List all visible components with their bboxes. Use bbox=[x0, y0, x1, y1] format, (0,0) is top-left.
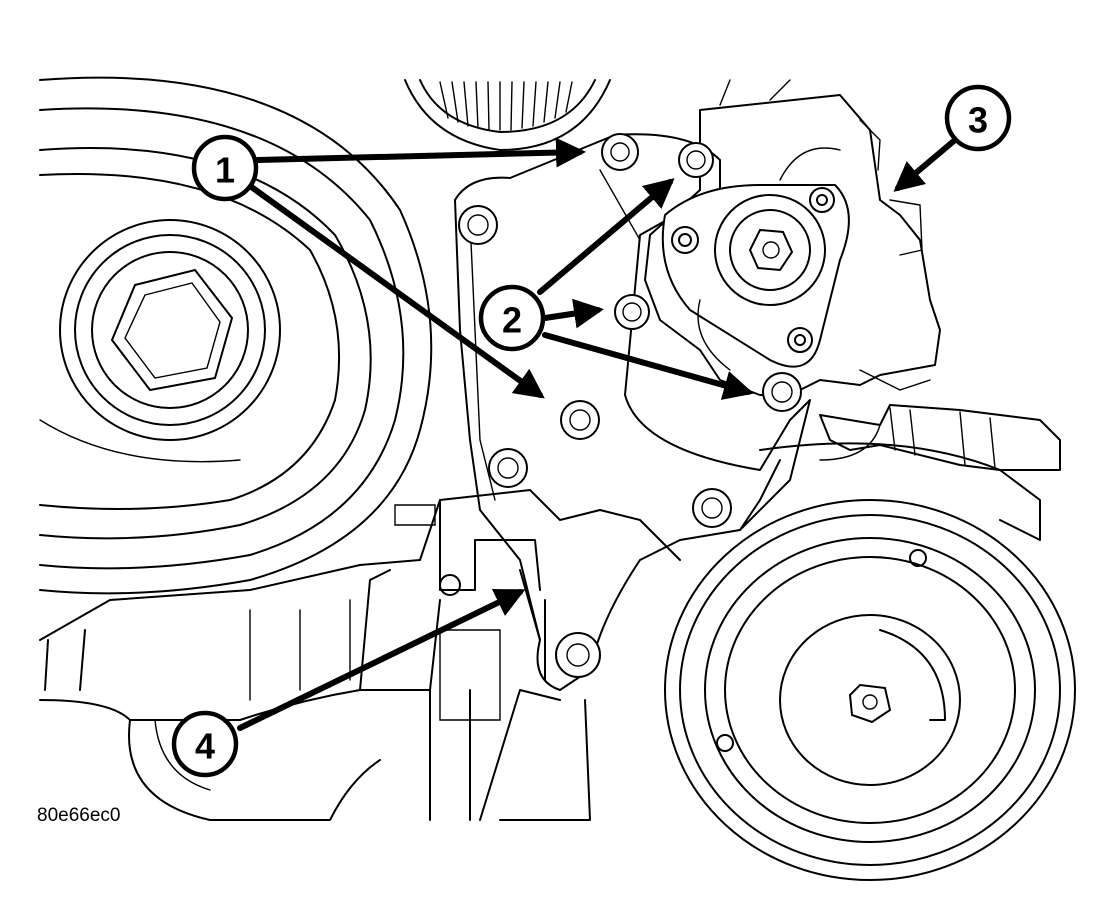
ac-compressor bbox=[664, 442, 1076, 881]
arrow-2-to-bolt-upper bbox=[537, 178, 675, 295]
callout-4: 4 bbox=[171, 710, 239, 778]
pump-shaft-nut bbox=[748, 228, 794, 272]
engine-block bbox=[39, 489, 681, 821]
callout-1: 1 bbox=[191, 134, 259, 202]
arrow-2-to-bolt-right bbox=[542, 332, 754, 400]
bolt-1b bbox=[560, 400, 600, 440]
callout-2-label: 2 bbox=[502, 300, 522, 341]
arrow-1-to-bolt-upper bbox=[255, 137, 586, 168]
callout-1-label: 1 bbox=[215, 150, 235, 191]
callout-3-label: 3 bbox=[968, 100, 988, 141]
bracket-bolt-lower bbox=[555, 632, 601, 678]
figure-code: 80e66ec0 bbox=[37, 805, 120, 826]
callout-3: 3 bbox=[944, 84, 1012, 152]
bolt-2c bbox=[762, 372, 802, 412]
bolt-1a bbox=[601, 133, 639, 171]
compressor-hub-nut bbox=[848, 683, 892, 724]
bracket-bolt-upper bbox=[458, 205, 498, 245]
callout-2: 2 bbox=[478, 284, 546, 352]
idler-pulley bbox=[404, 79, 611, 151]
bracket-bolt-middle bbox=[488, 448, 528, 488]
power-steering-pump bbox=[644, 79, 941, 396]
electrical-connector bbox=[819, 404, 1061, 471]
arrow-4-to-bracket bbox=[237, 588, 526, 731]
callout-4-label: 4 bbox=[195, 726, 215, 767]
leader-arrows bbox=[237, 137, 958, 731]
pump-flange bbox=[661, 184, 850, 368]
arrow-1-to-bolt-lower bbox=[247, 183, 545, 399]
bolt-2b bbox=[614, 294, 650, 330]
arrow-2-to-bolt-middle bbox=[542, 298, 604, 329]
bolts bbox=[458, 133, 802, 678]
bolt-2a bbox=[678, 142, 714, 178]
arrow-3-to-pump bbox=[893, 137, 958, 192]
bracket-bolt-right bbox=[692, 488, 732, 528]
